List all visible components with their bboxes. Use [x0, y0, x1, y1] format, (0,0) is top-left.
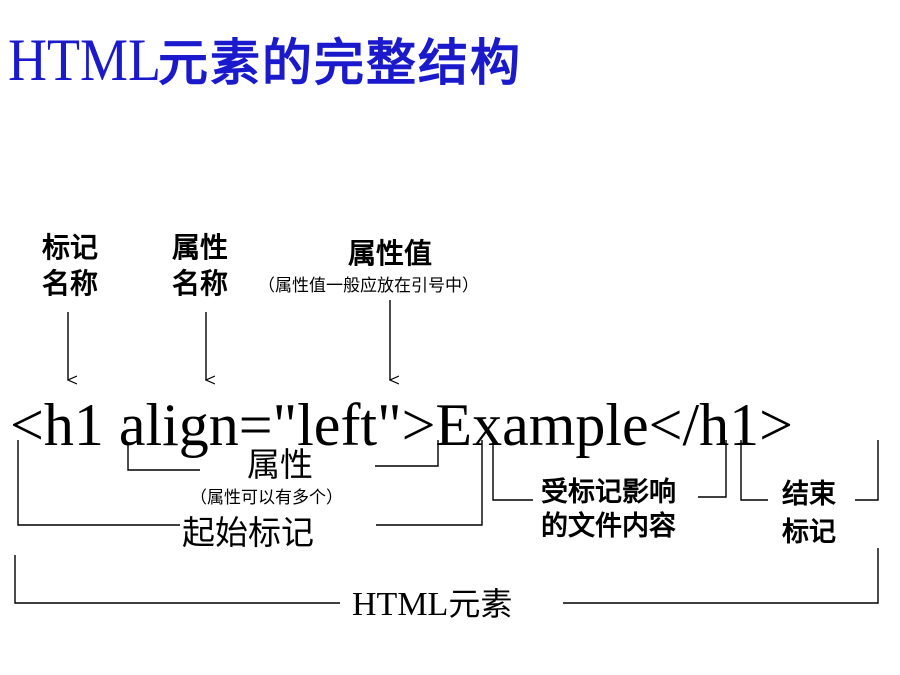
start-tag-bracket-right: [376, 440, 483, 526]
title-cjk: 元素的完整结构: [157, 34, 522, 92]
attribute-bracket-left: [127, 445, 200, 471]
start-tag-bracket-left: [17, 440, 180, 526]
start-tag-label: 起始标记: [182, 513, 314, 552]
page-title: HTML 元素的完整结构: [8, 24, 522, 96]
content-bracket-left: [492, 440, 533, 501]
end-tag-bracket-right: [855, 440, 879, 501]
html-element-cjk: 元素: [448, 585, 513, 623]
title-html: HTML: [8, 27, 161, 93]
attribute-note: （属性可以有多个）: [190, 488, 343, 508]
attribute-label: 属性: [247, 445, 313, 484]
end-tag-label: 结束 标记: [782, 479, 836, 548]
content-bracket-right: [698, 440, 727, 498]
element-bracket-left: [14, 555, 340, 604]
html-element-label: HTML元素: [352, 584, 512, 625]
html-element-latin: HTML: [352, 586, 449, 623]
content-label: 受标记影响 的文件内容: [541, 477, 676, 542]
code-line: <h1 align="left">Example</h1>: [10, 392, 794, 458]
attr-name-label: 属性 名称: [171, 231, 228, 300]
attr-value-note: （属性值一般应放在引号中）: [258, 276, 479, 296]
attribute-bracket-right: [375, 440, 439, 467]
element-bracket-right: [563, 548, 879, 604]
tag-name-label: 标记 名称: [41, 231, 98, 300]
attr-value-label: 属性值: [347, 237, 432, 270]
end-tag-bracket-left: [740, 440, 768, 501]
